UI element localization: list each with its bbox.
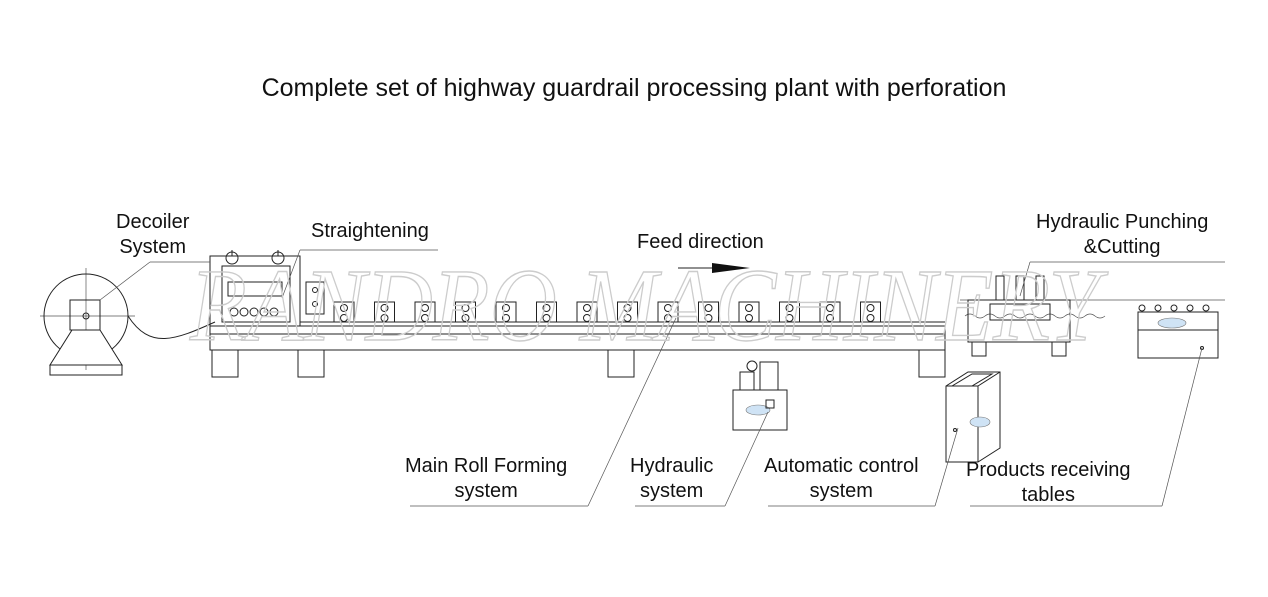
diagram-title: Complete set of highway guardrail proces…: [261, 74, 1007, 102]
forming-station: [819, 301, 841, 323]
decoiler-machine: [40, 268, 216, 376]
leader-lines: [99, 249, 1225, 507]
roll-forming-label-line2: system: [454, 480, 518, 502]
hydraulic-label: Hydraulic system: [630, 454, 713, 504]
punching-cutting-label: Hydraulic Punching &Cutting: [1036, 210, 1208, 260]
feed-direction-arrow: [678, 263, 750, 273]
decoiler-label: Decoiler System: [116, 210, 189, 260]
forming-station: [576, 301, 598, 323]
receiving-table: [1137, 304, 1219, 359]
roll-forming-bed: [209, 321, 946, 378]
forming-station: [374, 301, 395, 323]
punching-label-line2: &Cutting: [1083, 236, 1161, 258]
hydraulic-label-line1: Hydraulic: [630, 455, 714, 477]
forming-station: [455, 301, 476, 323]
roll-forming-stations: [333, 301, 881, 323]
control-system-label: Automatic control system: [764, 454, 919, 504]
straightening-machine: [209, 250, 325, 327]
receiving-tables-label: Products receiving tables: [966, 458, 1131, 508]
control-label-line1: Automatic control: [764, 455, 919, 477]
straightening-label: Straightening: [311, 220, 429, 242]
decoiler-label-line1: Decoiler: [116, 211, 190, 233]
forming-station: [698, 301, 719, 323]
watermark: RANDRO MACHINERY: [188, 247, 1109, 360]
forming-station: [495, 301, 517, 323]
roll-forming-label: Main Roll Forming system: [405, 454, 567, 504]
tables-label-line2: tables: [1021, 484, 1075, 506]
control-cabinet: [945, 371, 1001, 463]
forming-station: [333, 301, 355, 323]
punching-label-line1: Hydraulic Punching: [1036, 211, 1209, 233]
watermark-text: RANDRO MACHINERY: [189, 248, 1109, 360]
tables-label-line1: Products receiving: [966, 459, 1131, 481]
punching-cutting-machine: [960, 275, 1225, 357]
forming-station: [536, 301, 557, 323]
forming-station: [779, 301, 800, 323]
hydraulic-label-line2: system: [640, 480, 704, 502]
control-label-line2: system: [809, 480, 873, 502]
forming-station: [738, 301, 760, 323]
forming-station: [860, 301, 881, 323]
forming-station: [414, 301, 436, 323]
roll-forming-label-line1: Main Roll Forming: [405, 455, 568, 477]
hydraulic-station: [732, 360, 788, 431]
forming-station: [657, 301, 679, 323]
feed-direction-label: Feed direction: [637, 231, 764, 253]
decoiler-label-line2: System: [119, 236, 187, 258]
forming-station: [617, 301, 638, 323]
